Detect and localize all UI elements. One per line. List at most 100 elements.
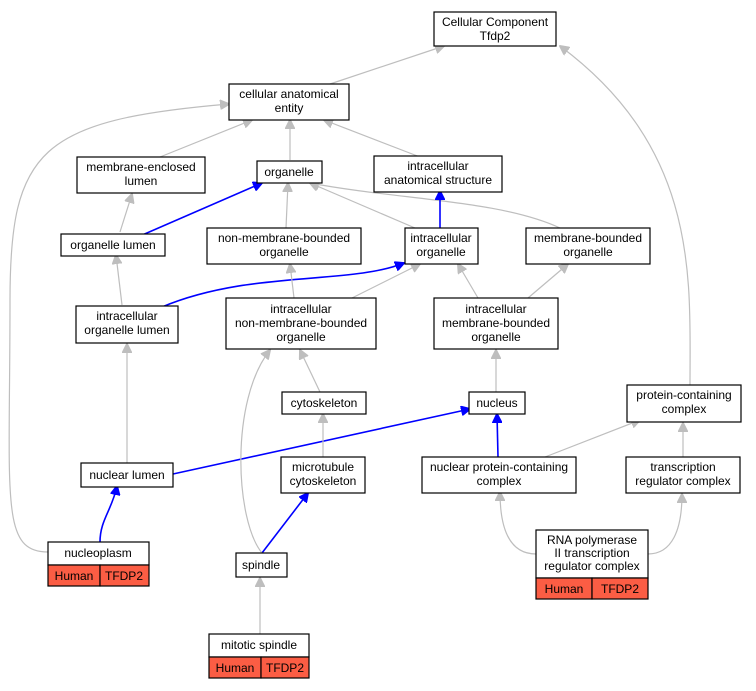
node-nuclear-protein-containing-complex[interactable]: nuclear protein-containing complex	[421, 456, 577, 494]
edge-rnap-trc	[647, 494, 682, 555]
edge-mbo-organelle	[310, 183, 561, 229]
edge-cytoskeleton-inmbo	[300, 350, 321, 393]
node-label: anatomical structure	[384, 173, 492, 187]
node-nuclear-lumen[interactable]: nuclear lumen	[80, 462, 174, 488]
node-label: lumen	[125, 174, 158, 188]
node-intracellular-organelle[interactable]: intracellular organelle	[404, 227, 479, 265]
node-label: organelle lumen	[84, 323, 169, 337]
node-label: protein-containing	[636, 388, 731, 402]
node-label: organelle	[416, 245, 466, 259]
node-label: non-membrane-bounded	[218, 231, 350, 245]
node-label: organelle lumen	[70, 238, 155, 252]
node-label: cellular anatomical	[239, 87, 338, 101]
annotation-gene-cell	[260, 656, 310, 679]
edge-iol-olumen	[116, 255, 123, 306]
node-cellular-anatomical-entity[interactable]: cellular anatomical entity	[228, 83, 350, 121]
node-label: nuclear lumen	[89, 468, 164, 482]
edge-rnap-npcc	[500, 492, 537, 555]
nodes: Cellular Component Tfdp2 cellular anatom…	[47, 11, 742, 679]
edge-inmbo-nmbo	[290, 264, 294, 299]
node-membrane-enclosed-lumen[interactable]: membrane-enclosed lumen	[76, 156, 206, 194]
edge-ias-cae	[324, 120, 421, 158]
edge-inmbo-io	[351, 264, 420, 299]
node-label: transcription	[650, 460, 715, 474]
node-rna-polymerase-ii-transcription-regulator-complex[interactable]: RNA polymerase II transcription regulato…	[535, 529, 649, 600]
edge-io-organelle	[310, 183, 416, 229]
node-label: regulator complex	[544, 559, 639, 573]
node-intracellular-non-membrane-bounded-organelle[interactable]: intracellular non-membrane-bounded organ…	[225, 297, 377, 350]
node-label: intracellular	[410, 231, 471, 245]
node-label: Human	[216, 661, 255, 675]
node-label: Tfdp2	[480, 29, 511, 43]
node-spindle[interactable]: spindle	[235, 552, 288, 578]
edge-olumen-mel	[119, 194, 132, 233]
node-protein-containing-complex[interactable]: protein-containing complex	[626, 384, 742, 423]
node-label: TFDP2	[105, 569, 143, 583]
edge-npcc-pcc	[544, 420, 640, 458]
node-label: organelle	[276, 330, 326, 344]
annotation-gene-cell	[591, 577, 649, 600]
node-label: TFDP2	[266, 661, 304, 675]
node-label: complex	[477, 474, 522, 488]
node-nucleus[interactable]: nucleus	[468, 391, 526, 415]
edge-nucleoplasm-cae	[8, 104, 229, 553]
node-cellular-component[interactable]: Cellular Component Tfdp2	[433, 11, 557, 47]
node-mitotic-spindle[interactable]: mitotic spindle Human TFDP2	[208, 633, 310, 679]
node-label: intracellular	[270, 302, 331, 316]
edge-spindle-inmbo	[240, 350, 270, 554]
edge-nmbo-organelle	[286, 183, 288, 229]
edge-nucleoplasm-nlumen	[99, 486, 117, 543]
node-organelle-lumen[interactable]: organelle lumen	[60, 233, 166, 257]
node-transcription-regulator-complex[interactable]: transcription regulator complex	[625, 456, 741, 494]
node-microtubule-cytoskeleton[interactable]: microtubule cytoskeleton	[280, 456, 366, 494]
node-intracellular-anatomical-structure[interactable]: intracellular anatomical structure	[373, 155, 503, 193]
node-label: nucleus	[476, 396, 517, 410]
node-label: regulator complex	[635, 474, 730, 488]
node-label: microtubule	[292, 460, 354, 474]
node-label: intracellular	[407, 159, 468, 173]
node-label: entity	[275, 101, 304, 115]
edge-nlumen-nucleus	[172, 409, 470, 475]
node-label: cytoskeleton	[290, 474, 357, 488]
node-organelle[interactable]: organelle	[256, 160, 323, 184]
node-intracellular-organelle-lumen[interactable]: intracellular organelle lumen	[75, 305, 179, 344]
node-label: organelle	[259, 245, 309, 259]
node-label: nucleoplasm	[64, 546, 131, 560]
node-label: spindle	[242, 558, 280, 572]
edges	[8, 46, 691, 634]
node-label: cytoskeleton	[291, 396, 358, 410]
node-label: nuclear protein-containing	[430, 460, 568, 474]
node-nucleoplasm[interactable]: nucleoplasm Human TFDP2	[47, 541, 150, 587]
node-membrane-bounded-organelle[interactable]: membrane-bounded organelle	[525, 227, 651, 265]
node-label: intracellular	[96, 309, 157, 323]
edge-olumen-organelle	[139, 183, 262, 237]
node-label: intracellular	[465, 302, 526, 316]
edge-cae-root	[329, 46, 444, 85]
node-label: Human	[545, 582, 584, 596]
edge-npcc-nucleus	[497, 414, 498, 458]
node-label: membrane-bounded	[534, 231, 642, 245]
node-label: membrane-bounded	[442, 316, 550, 330]
node-label: Cellular Component	[442, 15, 549, 29]
node-label: membrane-enclosed	[86, 160, 195, 174]
node-label: mitotic spindle	[221, 638, 297, 652]
edge-pcc-root	[560, 46, 691, 386]
node-label: II transcription	[554, 546, 629, 560]
edge-imbo-io	[458, 264, 479, 299]
node-label: complex	[662, 402, 707, 416]
node-cytoskeleton[interactable]: cytoskeleton	[281, 391, 367, 415]
node-intracellular-membrane-bounded-organelle[interactable]: intracellular membrane-bounded organelle	[433, 297, 559, 350]
node-label: TFDP2	[601, 582, 639, 596]
node-label: organelle	[563, 245, 613, 259]
node-label: Human	[55, 569, 94, 583]
node-label: non-membrane-bounded	[235, 316, 367, 330]
node-label: RNA polymerase	[547, 533, 637, 547]
node-label: organelle	[471, 330, 521, 344]
annotation-gene-cell	[99, 564, 150, 587]
node-label: organelle	[264, 165, 314, 179]
edge-imbo-mbo	[527, 264, 568, 299]
edge-spindle-mtcyto	[261, 493, 308, 554]
node-non-membrane-bounded-organelle[interactable]: non-membrane-bounded organelle	[206, 227, 362, 265]
edge-mel-cae	[159, 120, 252, 158]
